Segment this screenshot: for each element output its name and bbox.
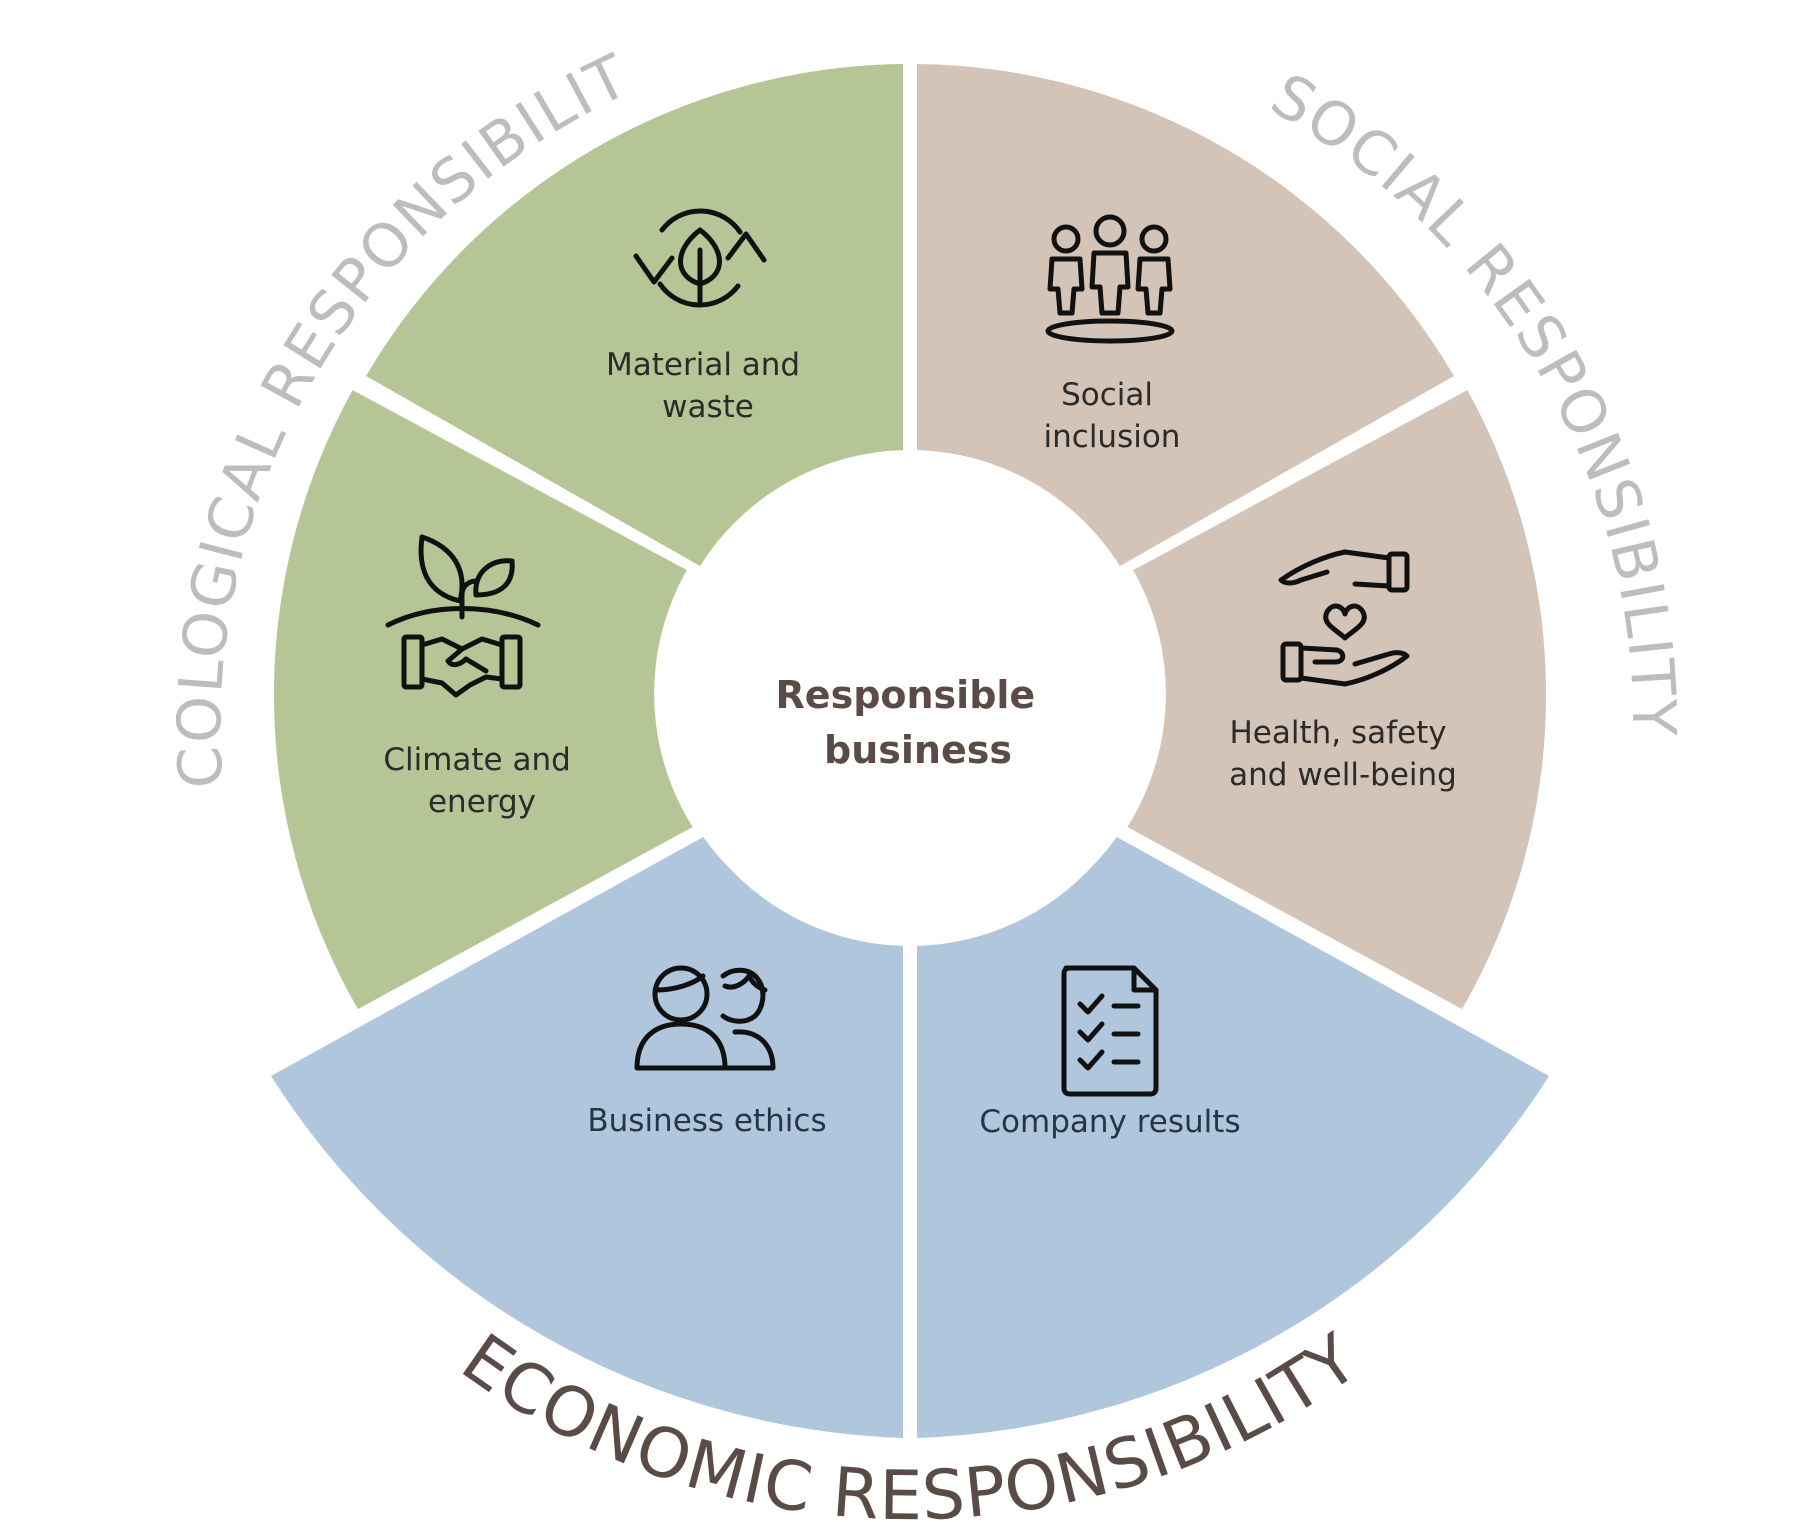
- segment-climate-and-energy: [273, 390, 693, 1010]
- label-climate-and-energy: Climate and energy: [383, 742, 580, 820]
- center-circle: [662, 450, 1158, 946]
- segment-social-inclusion: [917, 64, 1454, 569]
- group-people-icon: [1045, 214, 1175, 344]
- center-title: Responsible business: [776, 673, 1049, 772]
- recycle-leaf-icon: [633, 208, 767, 308]
- label-social-inclusion: Social inclusion: [1044, 377, 1181, 455]
- label-health-safety: Health, safety and well-being: [1229, 715, 1457, 793]
- center-title-line-1: Responsible: [776, 673, 1036, 717]
- label-company-results: Company results: [979, 1104, 1240, 1140]
- plant-handshake-icon: [385, 534, 541, 698]
- label-business-ethics: Business ethics: [587, 1103, 826, 1139]
- center-title-line-2: business: [824, 728, 1012, 772]
- segment-company-results: [917, 837, 1549, 1438]
- label-material-and-waste: Material and waste: [606, 347, 810, 425]
- checklist-icon: [1061, 965, 1159, 1097]
- two-people-icon: [634, 965, 776, 1071]
- segment-business-ethics: [271, 837, 903, 1438]
- segment-material-and-waste: [366, 64, 904, 569]
- hands-heart-icon: [1278, 549, 1410, 687]
- segment-health-safety: [1127, 390, 1547, 1010]
